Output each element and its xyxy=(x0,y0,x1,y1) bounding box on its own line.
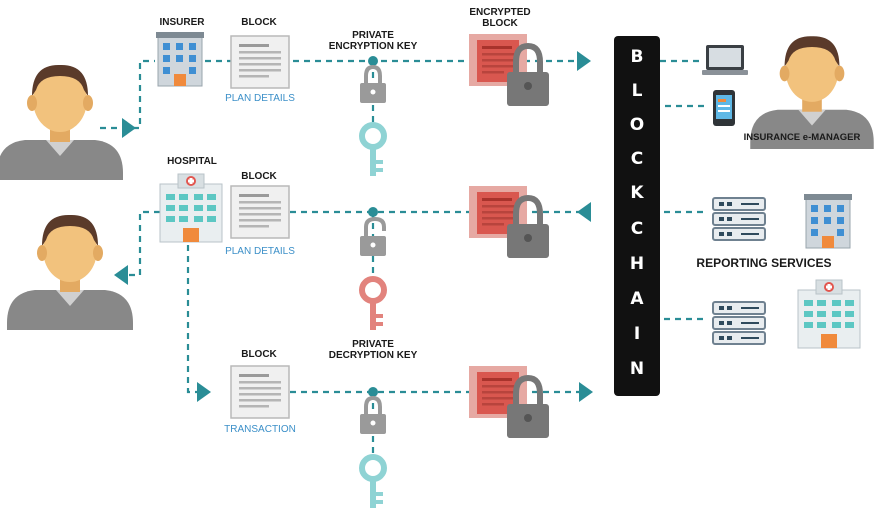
server-icon xyxy=(712,197,766,241)
blockchain-letter: O xyxy=(629,115,645,135)
block-label-top: BLOCK xyxy=(241,17,277,28)
private-enc-line1: PRIVATE xyxy=(352,30,394,41)
transaction-label: TRANSACTION xyxy=(224,424,296,435)
encrypted-block-label: ENCRYPTED BLOCK xyxy=(460,7,540,29)
private-decryption-key-label: PRIVATE DECRYPTION KEY xyxy=(318,339,428,361)
server-icon xyxy=(712,301,766,345)
private-enc-line2: ENCRYPTION KEY xyxy=(328,40,418,52)
plan-details-label-top: PLAN DETAILS xyxy=(225,93,295,104)
document-icon xyxy=(230,185,290,239)
blockchain-letter: K xyxy=(630,183,644,203)
private-encryption-key-label: PRIVATE ENCRYPTION KEY xyxy=(318,30,428,52)
blockchain-letter: A xyxy=(630,289,644,309)
block-label-bot: BLOCK xyxy=(241,349,277,360)
key-icon xyxy=(359,276,387,330)
private-dec-line1: PRIVATE xyxy=(352,339,394,350)
junction-dot-bot xyxy=(368,387,378,397)
arrow-right-person1 xyxy=(122,118,136,138)
insurance-manager-label: INSURANCE e-MANAGER xyxy=(743,132,861,143)
blockchain-letter: H xyxy=(629,254,645,274)
hospital-icon xyxy=(797,279,861,349)
document-icon xyxy=(230,365,290,419)
building-icon xyxy=(155,31,205,87)
blockchain-letter: N xyxy=(629,359,645,379)
junction-dot-top xyxy=(368,56,378,66)
arrow-right-bottom-chain xyxy=(579,382,593,402)
blockchain-letter: C xyxy=(630,149,644,169)
blockchain-letter: B xyxy=(630,47,644,67)
key-icon xyxy=(359,454,387,508)
arrowheads xyxy=(114,51,593,402)
blockchain-letter: I xyxy=(633,324,641,344)
hospital-label: HOSPITAL xyxy=(167,156,217,167)
person-icon xyxy=(0,64,123,180)
reporting-services-label: REPORTING SERVICES xyxy=(696,256,832,270)
arrow-right-top-chain xyxy=(577,51,591,71)
building-icon xyxy=(803,193,853,249)
private-dec-line2: DECRYPTION KEY xyxy=(328,349,418,361)
line-hospital-to-person2 xyxy=(128,210,160,277)
person-icon xyxy=(7,214,133,330)
key-icon xyxy=(359,122,387,176)
blockchain-bar xyxy=(614,36,660,396)
arrow-right-transaction xyxy=(197,382,211,402)
encrypted-line1: ENCRYPTED xyxy=(469,7,531,18)
encrypted-line2: BLOCK xyxy=(482,17,518,29)
line-person1-to-insurer xyxy=(100,59,155,130)
line-hospital-to-transaction xyxy=(186,245,200,394)
laptop-icon xyxy=(702,45,748,75)
plan-details-label-mid: PLAN DETAILS xyxy=(225,246,295,257)
insurer-label: INSURER xyxy=(159,17,205,28)
document-icon xyxy=(230,35,290,89)
blockchain-letter: C xyxy=(630,219,644,239)
junction-dots xyxy=(368,56,378,397)
hospital-icon xyxy=(159,173,223,243)
block-label-mid: BLOCK xyxy=(241,171,277,182)
arrow-left-mid-chain xyxy=(577,202,591,222)
blockchain-letter: L xyxy=(631,81,643,101)
phone-icon xyxy=(713,90,735,126)
junction-dot-mid xyxy=(368,207,378,217)
arrow-left-person2 xyxy=(114,265,128,285)
